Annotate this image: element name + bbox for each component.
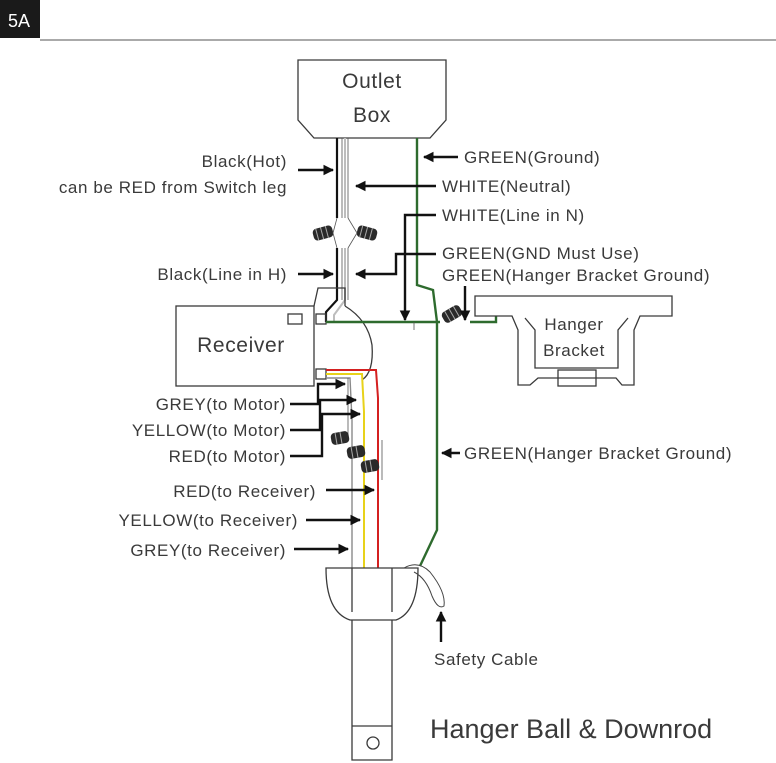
outlet-box (297, 59, 447, 139)
label-green-hanger-top: GREEN(Hanger Bracket Ground) (442, 266, 710, 285)
figure-tag: 5A (8, 11, 30, 31)
motor-wire-nut-1 (330, 431, 350, 445)
hanger-bracket-slot (557, 369, 597, 387)
receiver-input-terminal (315, 313, 327, 325)
wire-nut-right (356, 225, 378, 241)
receiver-yellow-wire (326, 373, 365, 568)
arrow-white-line-n (399, 213, 436, 322)
receiver-box (175, 305, 315, 387)
receiver-red-wire (326, 369, 379, 568)
hanger-bracket-label-line2: Bracket (543, 341, 605, 360)
motor-wire-nut-2 (346, 445, 366, 459)
safety-cable (403, 564, 445, 608)
bracket-green-wire (470, 316, 498, 324)
downrod-hole (366, 736, 380, 750)
label-green-ground: GREEN(Ground) (464, 148, 600, 167)
label-grey-motor: GREY(to Motor) (156, 395, 286, 414)
label-black-line-h: Black(Line in H) (157, 265, 287, 284)
receiver-cable (344, 305, 373, 381)
arrow-yellow-motor (290, 394, 358, 432)
label-yellow-motor: YELLOW(to Motor) (132, 421, 286, 440)
receiver-bundle-outline (347, 378, 383, 480)
receiver-top-notch (313, 287, 346, 307)
line-in-black-wire (324, 248, 339, 322)
label-black-hot: Black(Hot) (202, 152, 287, 171)
arrow-red-motor (290, 408, 362, 458)
splice-lines (332, 217, 358, 249)
receiver-label: Receiver (197, 334, 285, 357)
label-red-receiver: RED(to Receiver) (173, 482, 316, 501)
hanger-bracket-inner (524, 317, 629, 369)
label-white-neutral: WHITE(Neutral) (442, 177, 571, 196)
outlet-box-label-line2: Box (353, 104, 391, 127)
label-hanger-ball: Hanger Ball & Downrod (430, 714, 712, 744)
downrod-green-wire (418, 322, 439, 567)
figure-tag-badge (0, 0, 40, 38)
receiver-output-terminal (315, 368, 327, 380)
hanger-bracket-label-line1: Hanger (544, 315, 603, 334)
outlet-box-label-line1: Outlet (342, 70, 402, 93)
label-safety-cable: Safety Cable (434, 650, 539, 669)
line-in-white-outline (341, 248, 349, 300)
arrow-green-gnd-must (354, 252, 436, 280)
label-switch-leg: can be RED from Switch leg (59, 178, 287, 197)
arrow-grey-motor (290, 378, 347, 406)
hanger-ball-detail (351, 568, 393, 612)
downrod (351, 620, 393, 761)
label-yellow-receiver: YELLOW(to Receiver) (118, 511, 298, 530)
label-white-line-n: WHITE(Line in N) (442, 206, 585, 225)
motor-wire-nut-3 (360, 459, 380, 473)
hanger-ball (325, 567, 419, 621)
label-green-hanger-mid: GREEN(Hanger Bracket Ground) (464, 444, 732, 463)
hanger-bracket (474, 295, 673, 386)
line-in-white-wire (333, 248, 346, 322)
receiver-indicator (287, 313, 303, 325)
wire-nut-left (312, 225, 334, 241)
label-grey-receiver: GREY(to Receiver) (130, 541, 286, 560)
label-red-motor: RED(to Motor) (169, 447, 286, 466)
supply-green-wire (415, 138, 439, 323)
ground-wire-nut (441, 305, 463, 323)
label-green-gnd-must: GREEN(GND Must Use) (442, 244, 639, 263)
